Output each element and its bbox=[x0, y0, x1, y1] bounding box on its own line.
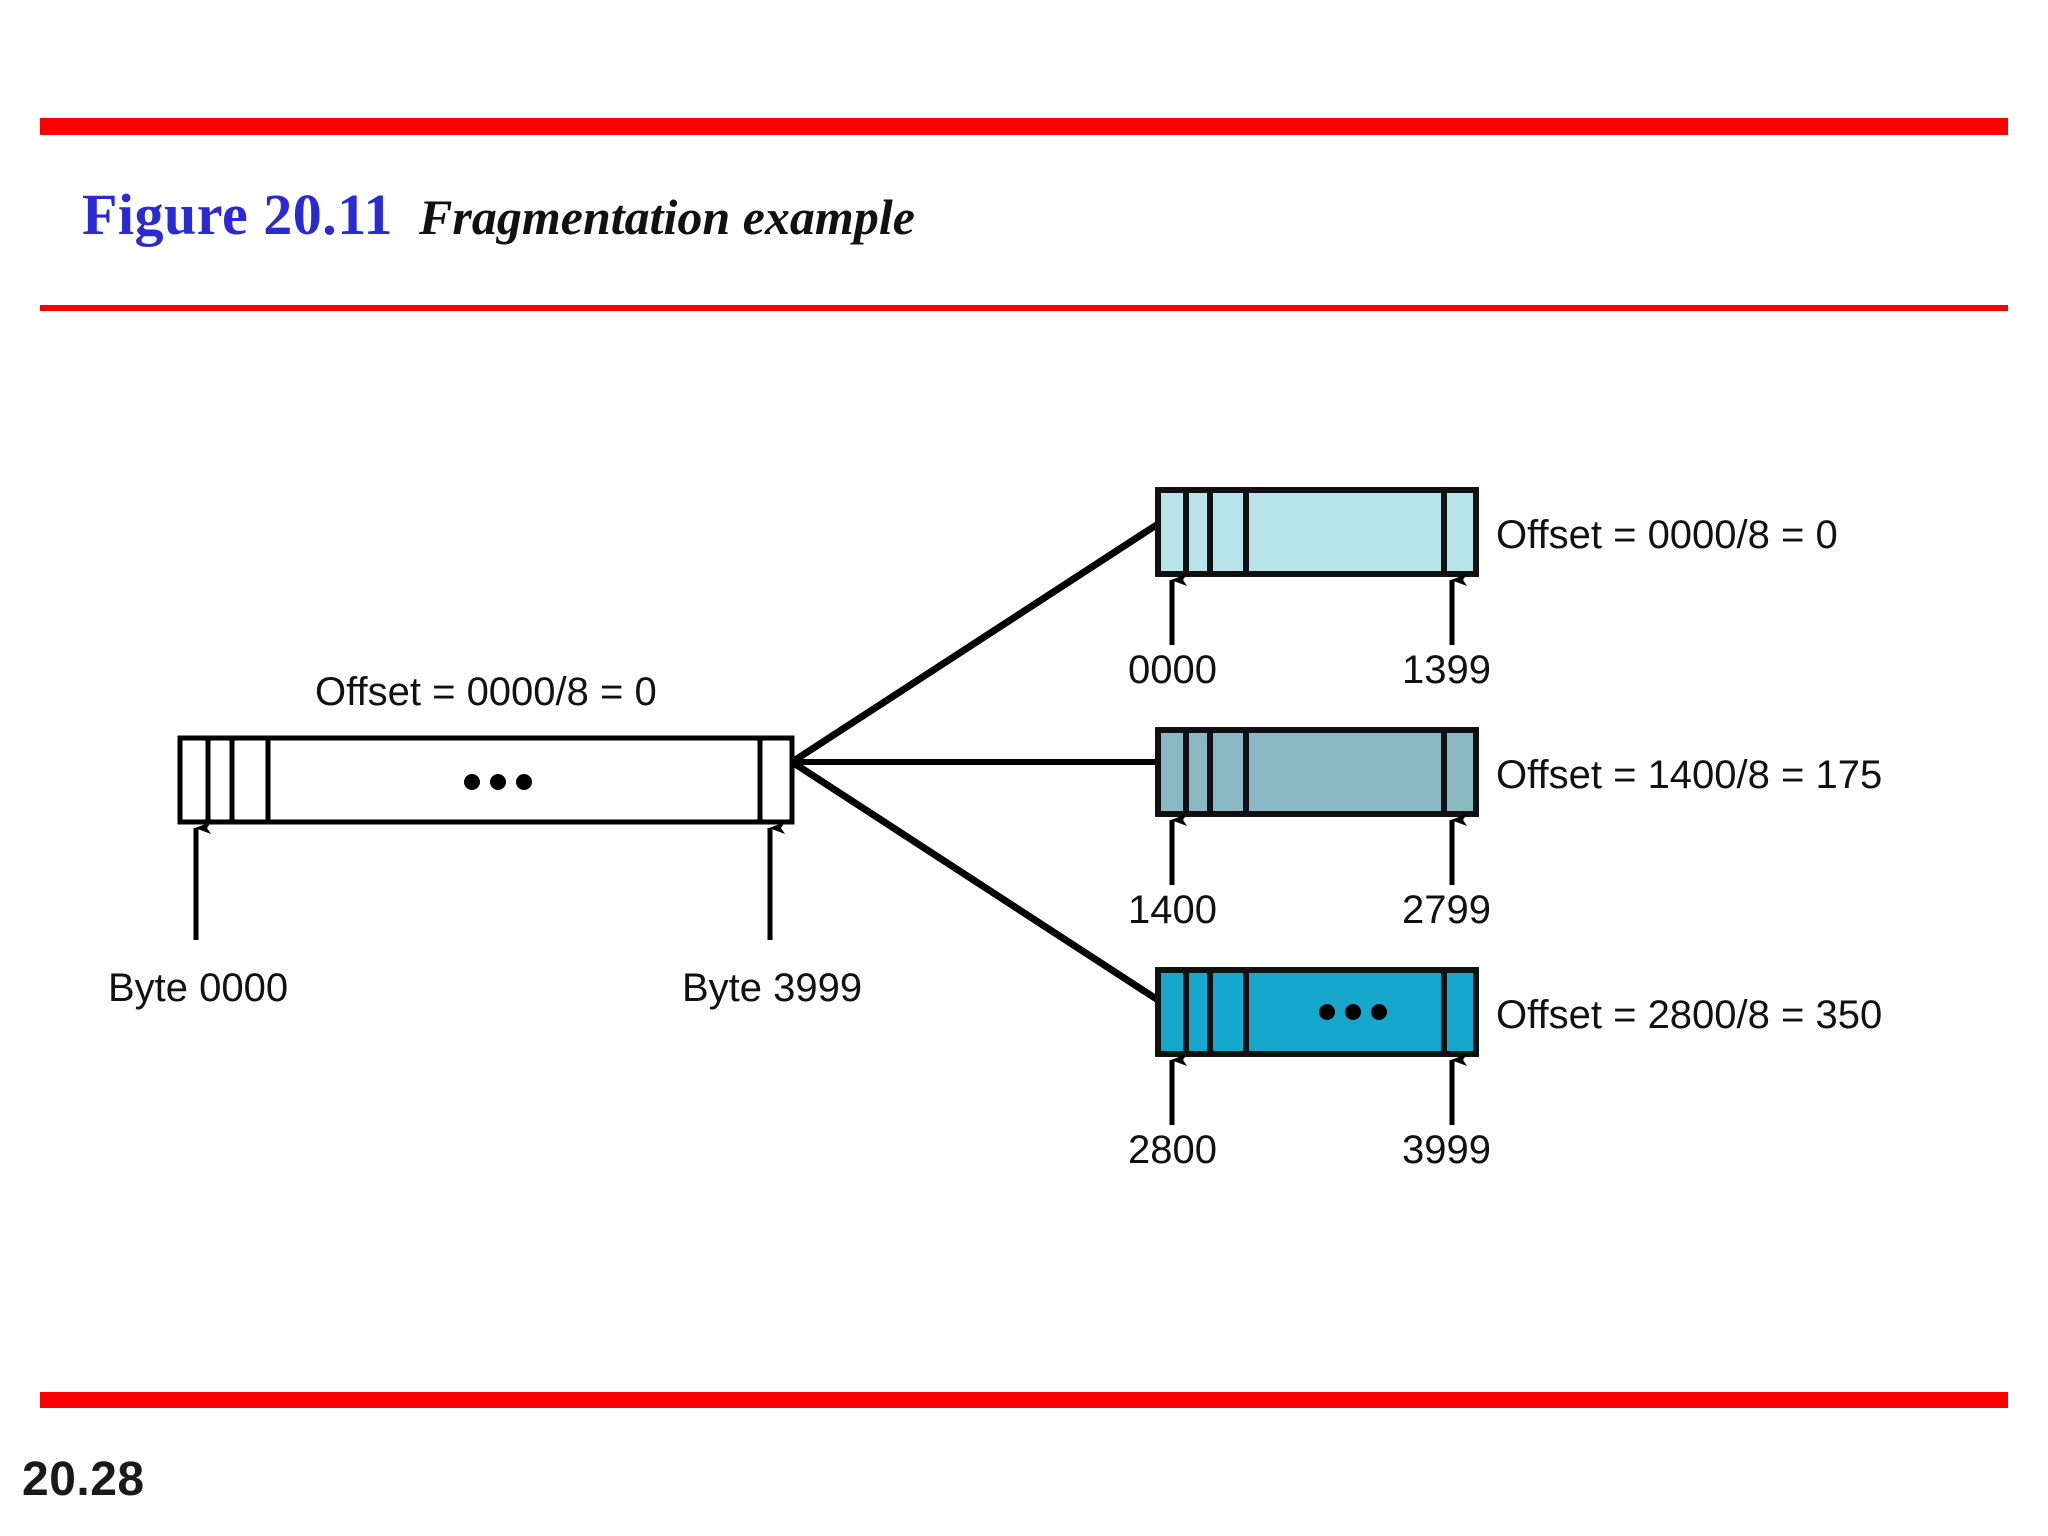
original-datagram-offset-label: Offset = 0000/8 = 0 bbox=[315, 670, 657, 714]
fragment-3-offset-label: Offset = 2800/8 = 350 bbox=[1496, 993, 1883, 1037]
fragment-1-box bbox=[1155, 487, 1479, 577]
fragment-2-box bbox=[1155, 727, 1479, 817]
figure-label: Figure 20.11 bbox=[82, 182, 394, 247]
fragment-1-outline bbox=[1155, 487, 1479, 577]
header-rule bbox=[40, 305, 2008, 311]
fragment-3-start-byte-label: 2800 bbox=[1128, 1128, 1217, 1172]
page-number: 20.28 bbox=[22, 1453, 145, 1506]
byte-3999-label: Byte 3999 bbox=[682, 966, 863, 1010]
fragment-3-box bbox=[1155, 967, 1479, 1057]
original-datagram-ellipsis bbox=[464, 774, 532, 790]
fragment-2-end-byte-label: 2799 bbox=[1402, 888, 1491, 932]
connector-to-fragment-1 bbox=[790, 521, 1160, 765]
fragment-1-offset-label: Offset = 0000/8 = 0 bbox=[1496, 513, 1838, 557]
top-rule bbox=[40, 118, 2008, 135]
fragment-2-outline bbox=[1155, 727, 1479, 817]
fragment-2-start-byte-label: 1400 bbox=[1128, 888, 1217, 932]
figure-title: Fragmentation example bbox=[419, 189, 915, 245]
fanout-connectors bbox=[790, 521, 1160, 1003]
fragment-2-pointers bbox=[1169, 814, 1467, 885]
original-datagram-box bbox=[177, 735, 795, 825]
original-datagram-outline bbox=[177, 735, 795, 825]
fragment-2-offset-label: Offset = 1400/8 = 175 bbox=[1496, 753, 1883, 797]
fragment-3-pointers bbox=[1169, 1054, 1467, 1125]
fragment-3-outline bbox=[1155, 967, 1479, 1057]
byte-0000-label: Byte 0000 bbox=[108, 966, 289, 1010]
fragment-3-ellipsis bbox=[1319, 1004, 1387, 1020]
fragment-3-end-byte-label: 3999 bbox=[1402, 1128, 1491, 1172]
original-datagram-pointers bbox=[193, 822, 785, 940]
fragment-1-pointers bbox=[1169, 574, 1467, 645]
fragment-1-end-byte-label: 1399 bbox=[1402, 648, 1491, 692]
bottom-rule bbox=[40, 1392, 2008, 1408]
connector-to-fragment-3 bbox=[790, 759, 1160, 1003]
fragment-1-start-byte-label: 0000 bbox=[1128, 648, 1217, 692]
